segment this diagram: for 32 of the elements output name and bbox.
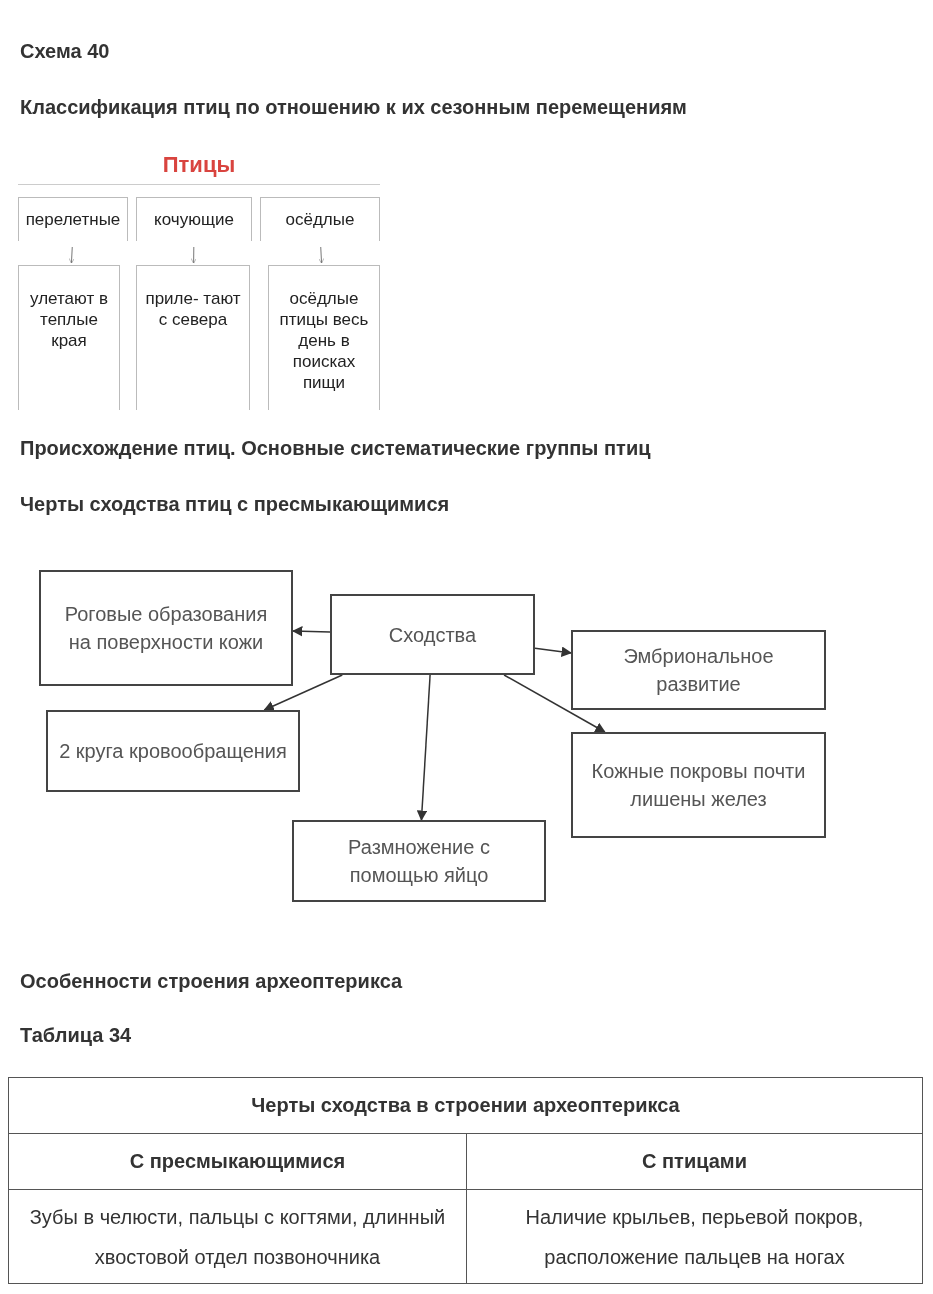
heading: Черты сходства птиц с пресмыкающимися: [20, 493, 450, 516]
feature-box: Роговые образования на поверхности кожи: [39, 570, 293, 686]
column-heading: С птицами: [466, 1133, 923, 1190]
heading: Таблица 34: [20, 1024, 132, 1047]
heading: Схема 40: [20, 40, 110, 63]
center-box: Сходства: [330, 594, 535, 675]
category-box: осёдлые: [260, 197, 380, 241]
arrow: [68, 246, 75, 264]
feature-box: 2 круга кровообращения: [46, 710, 300, 792]
table-cell: Наличие крыльев, перьевой покров, расположение пальцев на ногах: [466, 1189, 923, 1284]
description-box: улетают в теплые края: [18, 265, 120, 410]
arrow: [190, 246, 197, 264]
feature-box: Кожные покровы почти лишены желез: [571, 732, 826, 838]
category-box: перелетные: [18, 197, 128, 241]
arrow: [534, 646, 573, 657]
feature-box: Размножение с помощью яйцо: [292, 820, 546, 902]
arrow: [263, 674, 344, 711]
heading: Особенности строения археоптерикса: [20, 970, 403, 993]
column-heading: С пресмыкающимися: [8, 1133, 467, 1190]
group-heading: Птицы: [18, 145, 380, 185]
heading: Классификация птиц по отношению к их сезонным перемещениям: [20, 96, 687, 119]
table-header: Черты сходства в строении археоптерикса: [8, 1077, 923, 1134]
description-box: осёдлые птицы весь день в поисках пищи: [268, 265, 380, 410]
feature-box: Эмбриональное развитие: [571, 630, 826, 710]
description-box: приле- тают с севера: [136, 265, 250, 410]
arrow: [503, 674, 606, 733]
table-cell: Зубы в челюсти, пальцы с когтями, длинный хвостовой отдел позвоночника: [8, 1189, 467, 1284]
heading: Происхождение птиц. Основные систематические группы птиц: [20, 437, 651, 460]
category-box: кочующие: [136, 197, 252, 241]
arrow: [291, 626, 331, 637]
arrow: [416, 674, 431, 822]
arrow: [318, 246, 325, 264]
